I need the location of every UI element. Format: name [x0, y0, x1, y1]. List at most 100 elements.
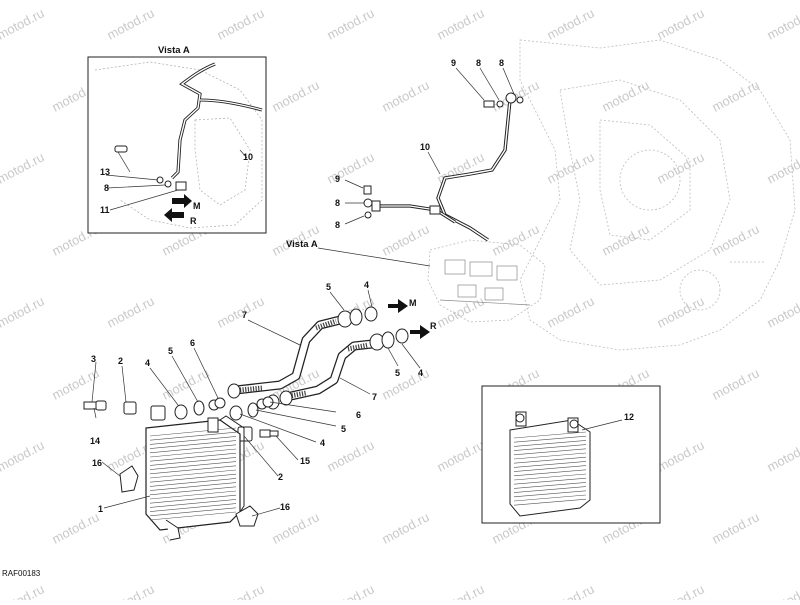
watermark-text: motod.ru [104, 293, 156, 330]
watermark-text: motod.ru [654, 5, 706, 42]
cooler-fin-line [149, 482, 237, 491]
inset-vista-a-title: Vista A [158, 45, 190, 56]
watermark-text: motod.ru [544, 149, 596, 186]
watermark-text: motod.ru [104, 5, 156, 42]
watermark-text: motod.ru [599, 77, 651, 114]
cooler-fin-line [513, 482, 587, 489]
arrow-r-label: R [430, 321, 437, 331]
watermark-text: motod.ru [599, 221, 651, 258]
watermark-text: motod.ru [159, 365, 211, 402]
callout-15: 15 [300, 456, 310, 466]
cooler-fin-line [149, 440, 237, 449]
callout-7-top: 7 [242, 310, 247, 320]
cooler-fin-line [513, 498, 587, 506]
cooler-fin-line [149, 431, 237, 441]
cooler-fin-line [149, 465, 237, 475]
watermark-text: motod.ru [709, 365, 761, 402]
callout-9-mid: 9 [335, 174, 340, 184]
callout-7-bottom: 7 [372, 392, 377, 402]
callout-4-lower: 4 [320, 438, 325, 448]
callout-4-left: 4 [145, 358, 150, 368]
callout-5-top: 5 [326, 282, 331, 292]
cooler-fin-line [513, 486, 587, 493]
inset-arrow-m-icon [172, 194, 192, 208]
callout-5-lower: 5 [341, 424, 346, 434]
inset-label-12: 12 [624, 412, 634, 422]
inset-engine-sketch [94, 61, 263, 229]
callout-16-left: 16 [92, 458, 102, 468]
leader-lines [91, 67, 515, 517]
callout-9-top: 9 [451, 58, 456, 68]
watermark-text: motod.ru [709, 509, 761, 546]
engine-outline [427, 39, 796, 351]
watermark-text: motod.ru [379, 221, 431, 258]
cooler-fin-line [149, 469, 237, 479]
cooler-fin-line [149, 511, 237, 521]
oil-cooler [145, 415, 245, 541]
cooler-fin-line [149, 461, 237, 470]
watermark-text: motod.ru [764, 437, 800, 474]
watermark-text: motod.ru [434, 293, 486, 330]
hose-fittings-engine [337, 306, 409, 351]
cooler-fin-line [513, 448, 587, 456]
callout-1: 1 [98, 504, 103, 514]
watermark-text: motod.ru [0, 581, 47, 600]
watermark-text: motod.ru [324, 5, 376, 42]
inset-leaders [105, 149, 248, 211]
watermark-text: motod.ru [379, 365, 431, 402]
cooler-fin-line [513, 473, 587, 481]
inset-label-11: 11 [100, 205, 110, 215]
inset-vista-a: Vista A 13 8 11 10 M R [87, 45, 267, 234]
cooler-fin-line [149, 436, 237, 445]
hose-fittings-cooler [83, 383, 293, 442]
watermark-text: motod.ru [764, 149, 800, 186]
oil-hose-upper [235, 315, 342, 395]
watermark-text: motod.ru [269, 77, 321, 114]
arrow-m-label: M [409, 298, 417, 308]
cooler-fin-line [149, 478, 237, 487]
inset-cooler-fins [513, 431, 587, 506]
cooler-fin-line [149, 457, 237, 466]
cooler-fin-line [149, 473, 237, 483]
cooler-fin-line [149, 507, 237, 517]
watermark-text: motod.ru [324, 581, 376, 600]
cooler-fin-line [149, 448, 237, 458]
watermark-text: motod.ru [764, 293, 800, 330]
cooler-fin-line [513, 461, 587, 468]
cooler-fin-line [513, 465, 587, 472]
reference-code: RAF00183 [2, 569, 41, 578]
cooler-fin-line [513, 456, 587, 464]
watermark-text: motod.ru [434, 437, 486, 474]
inset-arrow-r-label: R [190, 216, 197, 226]
watermark-text: motod.ru [544, 581, 596, 600]
inset-arrow-m-label: M [193, 201, 201, 211]
callout-2-top: 2 [118, 356, 123, 366]
cooler-fin-line [149, 490, 237, 500]
watermark-text: motod.ru [0, 5, 47, 42]
cooler-fin-line [149, 499, 237, 508]
callout-4-top: 4 [364, 280, 369, 290]
cooler-fin-line [513, 494, 587, 502]
cooler-fin-line [149, 494, 237, 504]
watermark-text: motod.ru [654, 293, 706, 330]
cooler-fin-line [149, 444, 237, 454]
cooler-fin-line [513, 435, 587, 443]
watermark-text: motod.ru [324, 149, 376, 186]
callout-4-right: 4 [418, 368, 423, 378]
watermark-text: motod.ru [709, 77, 761, 114]
watermark-text: motod.ru [104, 581, 156, 600]
inset-oil-pipe [170, 62, 263, 180]
inset-cooler-detail: 12 [481, 385, 661, 524]
cooler-fin-line [513, 452, 587, 460]
watermark-text: motod.ru [654, 437, 706, 474]
inset-banjo-bolt [114, 145, 187, 191]
view-a-label: Vista A [286, 239, 318, 250]
cooler-fin-line [513, 444, 587, 451]
callout-16-right: 16 [280, 502, 290, 512]
callout-8-mid-a: 8 [335, 198, 340, 208]
inset-label-13: 13 [100, 167, 110, 177]
cooler-fin-line [513, 469, 587, 477]
arrow-r-icon [410, 325, 430, 339]
